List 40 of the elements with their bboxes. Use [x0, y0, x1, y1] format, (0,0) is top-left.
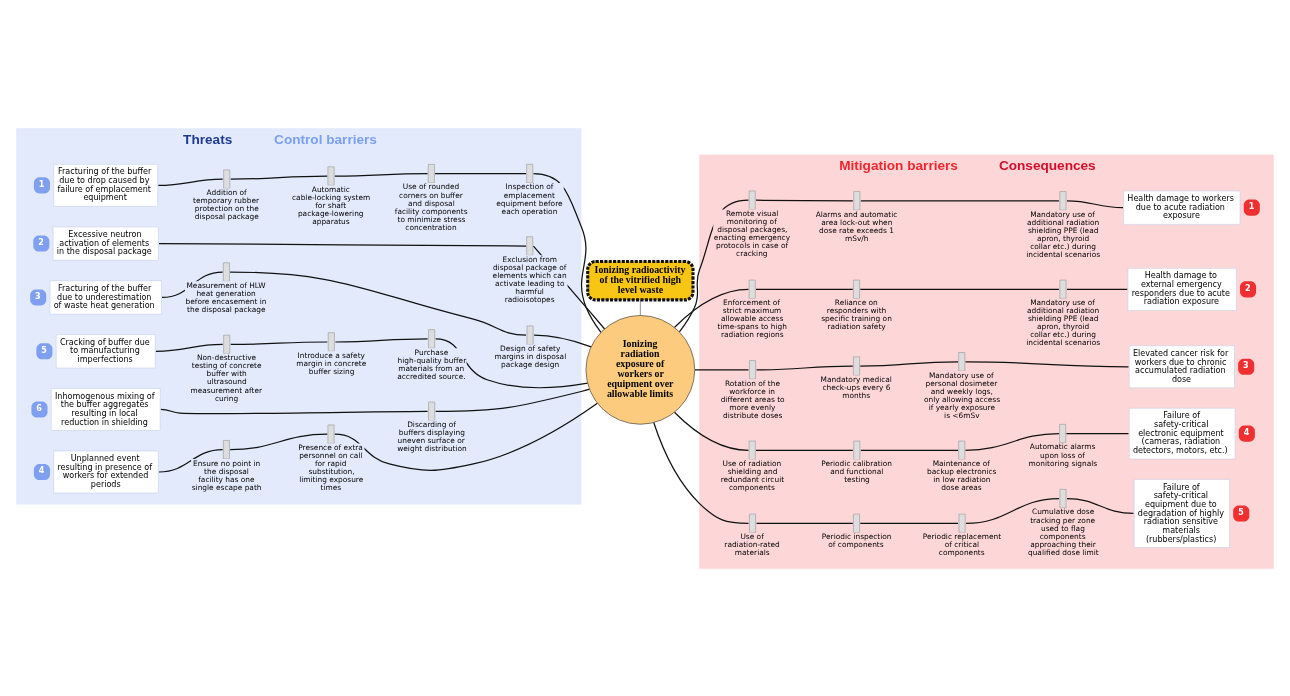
connector: [964, 360, 1130, 367]
connector: [673, 288, 750, 328]
connector: [434, 172, 527, 174]
connector: [229, 433, 328, 450]
connector: [158, 242, 527, 247]
connector: [435, 337, 589, 388]
connector: [157, 178, 224, 186]
connector: [1065, 432, 1130, 434]
connector: [1066, 199, 1124, 208]
connector: [533, 334, 592, 347]
connector: [755, 288, 854, 290]
connector: [1066, 497, 1135, 514]
connector: [1066, 288, 1128, 290]
connector: [755, 365, 854, 370]
connector: [859, 288, 1060, 290]
connector: [965, 497, 1060, 524]
connector: [859, 360, 959, 367]
connector: [673, 411, 750, 451]
connector: [532, 172, 602, 333]
connector: [334, 337, 429, 343]
connector: [230, 175, 328, 180]
connector: [435, 388, 591, 412]
connector: [860, 449, 959, 451]
connector: [694, 368, 750, 370]
connector: [160, 408, 429, 414]
connector: [755, 522, 854, 524]
connector: [653, 421, 750, 524]
connector: [755, 449, 854, 451]
connector: [964, 432, 1060, 451]
connector: [859, 522, 959, 524]
node-circle: Ionizing radiation exposure of workers or equipment over allowable limits: [585, 314, 696, 425]
connector: [158, 448, 224, 473]
connector: [678, 199, 750, 332]
connector: [229, 270, 527, 336]
connector: [334, 172, 429, 177]
connector: [230, 340, 328, 345]
connector: [155, 343, 224, 352]
node-box: Ionizing radioactivity of the vitrified high level waste: [586, 259, 695, 301]
connector: [860, 199, 1060, 201]
connector: [755, 199, 854, 201]
